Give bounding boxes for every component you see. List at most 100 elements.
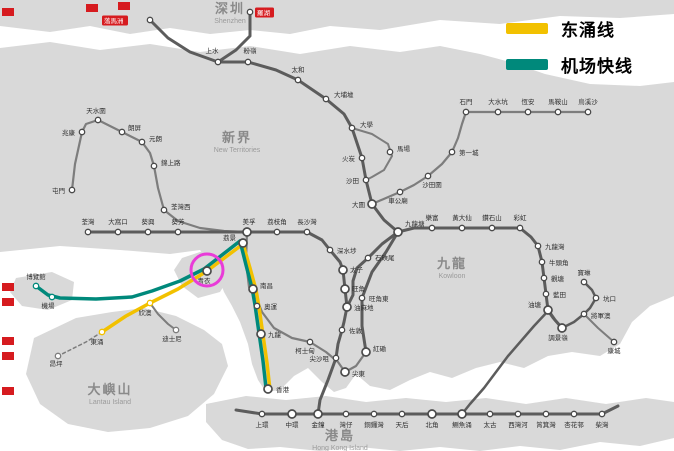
station-石門: [462, 108, 470, 116]
station-label-昂坪: 昂坪: [50, 360, 64, 368]
station-九龍: [256, 329, 266, 339]
station-石硤尾: [364, 254, 372, 262]
station-label-藍田: 藍田: [553, 290, 566, 299]
station-label-銅鑼灣: 銅鑼灣: [364, 420, 384, 429]
station-label-紅磡: 紅磡: [373, 344, 387, 353]
station-label-兆康: 兆康: [62, 128, 76, 137]
station-調景嶺: [557, 323, 567, 333]
station-朗屏: [118, 128, 126, 136]
station-label-彩虹: 彩虹: [514, 213, 528, 222]
red-marker: [2, 352, 14, 360]
station-label-尖東: 尖東: [352, 369, 366, 378]
landmass: [26, 308, 228, 432]
station-第一城: [448, 148, 456, 156]
station-葵芳: [174, 228, 182, 236]
station-荔景: [238, 238, 248, 248]
station-佐敦: [338, 326, 346, 334]
station-label-博覽館: 博覽館: [26, 272, 46, 281]
region-label-zh: 大嶼山: [87, 382, 132, 397]
station-北角: [427, 409, 437, 419]
station-tag: [102, 15, 128, 26]
station-坑口: [592, 294, 600, 302]
red-marker: [2, 8, 14, 16]
legend-item-tung-chung-line: 东涌线: [506, 16, 633, 41]
station-落馬洲: [146, 16, 154, 24]
station-火炭: [358, 154, 366, 162]
station-label-機場: 機場: [42, 301, 56, 310]
station-tag: [255, 7, 274, 18]
station-label-錦上路: 錦上路: [161, 158, 181, 167]
line-disneyland-resort-line: [149, 302, 177, 331]
legend-item-airport-express: 机场快线: [506, 52, 633, 77]
station-label-深水埗: 深水埗: [337, 246, 357, 255]
station-牛頭角: [538, 258, 546, 266]
station-羅湖: [246, 8, 254, 16]
station-美孚: [242, 227, 252, 237]
station-香港: [263, 384, 273, 394]
station-label-油塘: 油塘: [528, 300, 542, 309]
station-深水埗: [326, 246, 334, 254]
tung-chung-line-label: 东涌线: [561, 21, 615, 40]
station-青衣: [202, 266, 212, 276]
station-藍田: [542, 290, 550, 298]
station-label-車公廟: 車公廟: [388, 196, 408, 205]
line-kowloon-southern-link: [250, 285, 368, 374]
line-tko-harbour-crossing: [460, 309, 564, 416]
station-恆安: [524, 108, 532, 116]
station-紅磡: [361, 347, 371, 357]
station-鰂魚涌: [457, 409, 467, 419]
line-lohas-park-spur: [583, 313, 615, 343]
line-lo-wu-branch: [216, 10, 252, 64]
station-label-石硤尾: 石硤尾: [375, 253, 395, 262]
region-label-zh: 深圳: [215, 1, 245, 16]
station-屯門: [68, 186, 76, 194]
station-label-鑽石山: 鑽石山: [482, 213, 502, 222]
region-label-zh: 九龍: [436, 256, 467, 271]
station-label-恆安: 恆安: [522, 97, 536, 106]
station-大窩口: [114, 228, 122, 236]
red-marker: [2, 387, 14, 395]
station-label-牛頭角: 牛頭角: [549, 258, 569, 267]
station-label-太子: 太子: [350, 265, 364, 274]
station-粉嶺: [244, 58, 252, 66]
station-label-中環: 中環: [286, 420, 300, 429]
airport-express-label: 机场快线: [561, 57, 633, 76]
station-天水圍: [94, 116, 102, 124]
station-兆康: [78, 128, 86, 136]
station-觀塘: [540, 274, 548, 282]
region-label-en: Lantau Island: [89, 399, 131, 406]
station-九龍灣: [534, 242, 542, 250]
landmass: [0, 42, 674, 392]
station-荔枝角: [273, 228, 281, 236]
station-label-火炭: 火炭: [342, 155, 356, 163]
station-上環: [258, 410, 266, 418]
station-迪士尼: [172, 326, 180, 334]
station-label-柴灣: 柴灣: [596, 420, 610, 429]
station-label-迪士尼: 迪士尼: [162, 334, 182, 343]
station-label-北角: 北角: [426, 420, 439, 429]
station-東涌: [98, 328, 106, 336]
station-大圍: [367, 199, 377, 209]
station-昂坪: [54, 352, 62, 360]
station-上水: [214, 58, 222, 66]
station-label-灣仔: 灣仔: [340, 420, 354, 429]
station-label-太和: 太和: [292, 65, 305, 74]
station-label-葵芳: 葵芳: [172, 217, 186, 226]
station-label-香港: 香港: [276, 385, 290, 394]
station-南昌: [248, 284, 258, 294]
station-label-觀塘: 觀塘: [551, 274, 565, 283]
station-label-天后: 天后: [396, 420, 410, 429]
station-label-太古: 太古: [484, 420, 498, 429]
landmass: [0, 0, 674, 34]
station-label-石門: 石門: [460, 98, 473, 106]
line-ngong-ping-cable-car: [57, 331, 103, 357]
station-label-第一城: 第一城: [459, 148, 479, 157]
station-大埔墟: [322, 95, 330, 103]
station-康城: [610, 338, 618, 346]
station-label-羅湖: 羅湖: [257, 8, 271, 17]
station-label-荃灣西: 荃灣西: [171, 202, 191, 211]
region-label-en: New Territories: [214, 147, 261, 154]
station-荃灣: [84, 228, 92, 236]
station-label-金鐘: 金鐘: [312, 420, 326, 429]
